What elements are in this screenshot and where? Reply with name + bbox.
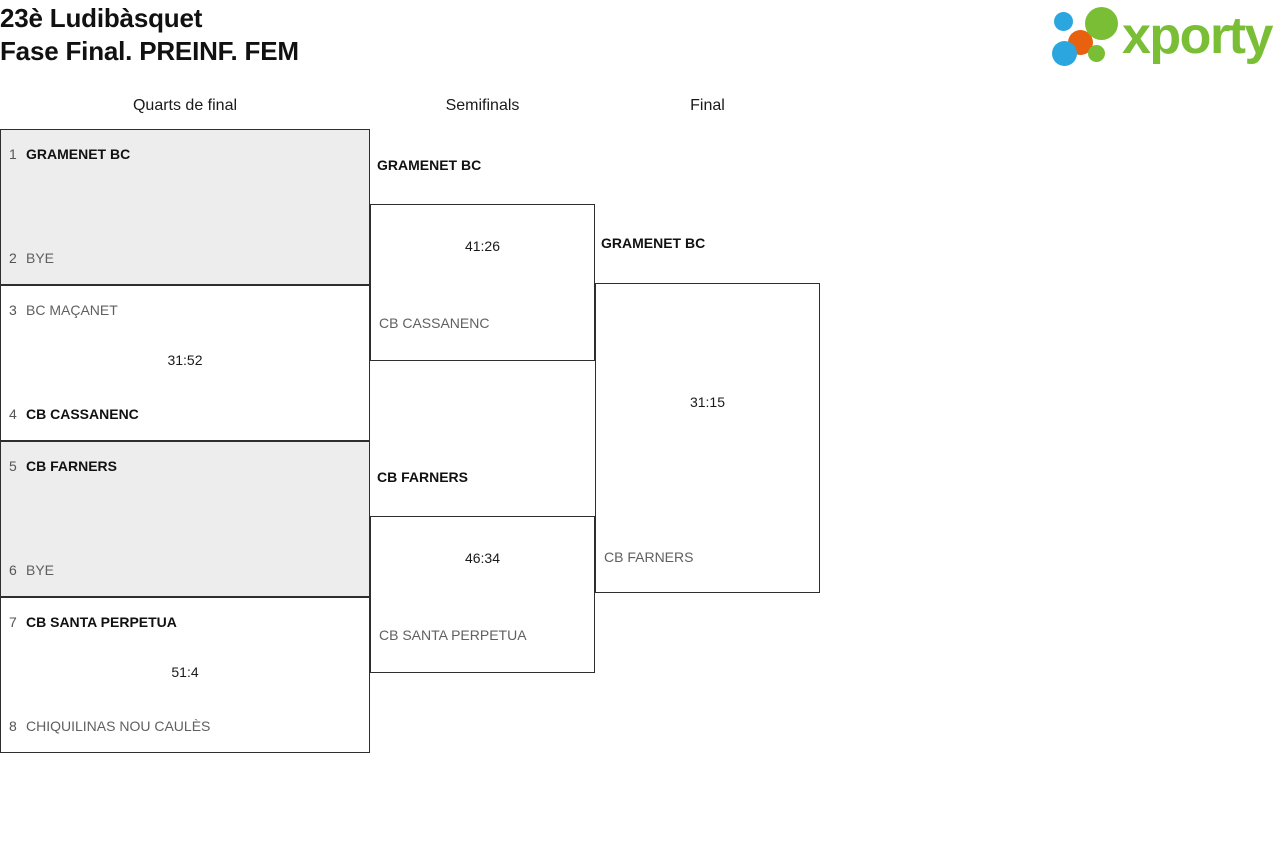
- match-slot-team[interactable]: 8 CHIQUILINAS NOU CAULÈS: [1, 715, 369, 737]
- round-header-quarterfinals: Quarts de final: [132, 97, 238, 114]
- seed-number: 5: [9, 458, 17, 474]
- match-slot-team[interactable]: 6 BYE: [1, 559, 369, 581]
- seed-number: 3: [9, 302, 17, 318]
- match-box-semifinal-1[interactable]: 41:26 CB CASSANENC: [370, 204, 595, 361]
- semifinal-1-top-team[interactable]: GRAMENET BC: [377, 157, 482, 173]
- team-name: CB CASSANENC: [379, 315, 490, 331]
- team-name: CB FARNERS: [26, 458, 118, 474]
- match-slot-team[interactable]: 3 BC MAÇANET: [1, 299, 369, 321]
- match-box-quarterfinal-3[interactable]: 5 CB FARNERS 6 BYE: [0, 441, 370, 597]
- team-name: CB SANTA PERPETUA: [26, 614, 177, 630]
- seed-number: 1: [9, 146, 17, 162]
- match-slot-team[interactable]: 5 CB FARNERS: [1, 455, 369, 477]
- match-box-quarterfinal-1[interactable]: 1 GRAMENET BC 2 BYE: [0, 129, 370, 285]
- match-box-quarterfinal-4[interactable]: 7 CB SANTA PERPETUA 51:4 8 CHIQUILINAS N…: [0, 597, 370, 753]
- logo-dot-blue-large-icon: [1052, 41, 1077, 66]
- logo-dot-green-large-icon: [1085, 7, 1118, 40]
- team-name: CB SANTA PERPETUA: [379, 627, 527, 643]
- round-header-final: Final: [690, 97, 725, 114]
- seed-number: 2: [9, 250, 17, 266]
- match-score: 41:26: [464, 238, 501, 254]
- match-score: 46:34: [464, 550, 501, 566]
- seed-number: 8: [9, 718, 17, 734]
- page-title: 23è Ludibàsquet Fase Final. PREINF. FEM: [0, 2, 299, 68]
- team-name: BYE: [26, 250, 55, 266]
- match-box-semifinal-2[interactable]: 46:34 CB SANTA PERPETUA: [370, 516, 595, 673]
- final-top-team[interactable]: GRAMENET BC: [601, 235, 706, 251]
- team-name: GRAMENET BC: [26, 146, 131, 162]
- tournament-name: 23è Ludibàsquet: [0, 3, 203, 33]
- match-score: 51:4: [171, 664, 199, 680]
- team-name: CB CASSANENC: [26, 406, 139, 422]
- tournament-phase: Fase Final. PREINF. FEM: [0, 36, 299, 66]
- team-name: BC MAÇANET: [26, 302, 118, 318]
- match-slot-team[interactable]: 4 CB CASSANENC: [1, 403, 369, 425]
- logo-dots-icon: [1050, 4, 1128, 68]
- logo-dot-blue-small-icon: [1054, 12, 1073, 31]
- match-box-quarterfinal-2[interactable]: 3 BC MAÇANET 31:52 4 CB CASSANENC: [0, 285, 370, 441]
- match-slot-team[interactable]: 1 GRAMENET BC: [1, 143, 369, 165]
- page-header: 23è Ludibàsquet Fase Final. PREINF. FEM …: [0, 0, 1280, 80]
- match-score: 31:52: [167, 352, 203, 368]
- match-box-final[interactable]: 31:15 CB FARNERS: [595, 283, 820, 593]
- match-slot-team[interactable]: CB CASSANENC: [371, 312, 594, 334]
- match-score: 31:15: [689, 394, 726, 410]
- logo-dot-green-small-icon: [1088, 45, 1105, 62]
- semifinal-2-top-team[interactable]: CB FARNERS: [377, 469, 469, 485]
- logo-wordmark: xporty: [1122, 7, 1273, 65]
- match-slot-team[interactable]: CB SANTA PERPETUA: [371, 624, 594, 646]
- team-name: BYE: [26, 562, 55, 578]
- team-name: CB FARNERS: [604, 549, 694, 565]
- seed-number: 4: [9, 406, 17, 422]
- match-slot-team[interactable]: 7 CB SANTA PERPETUA: [1, 611, 369, 633]
- round-header-semifinals: Semifinals: [445, 97, 520, 114]
- match-slot-team[interactable]: 2 BYE: [1, 247, 369, 269]
- seed-number: 6: [9, 562, 17, 578]
- seed-number: 7: [9, 614, 17, 630]
- match-slot-team[interactable]: CB FARNERS: [596, 546, 819, 568]
- team-name: CHIQUILINAS NOU CAULÈS: [26, 718, 211, 734]
- xporty-logo[interactable]: xporty: [1050, 4, 1278, 68]
